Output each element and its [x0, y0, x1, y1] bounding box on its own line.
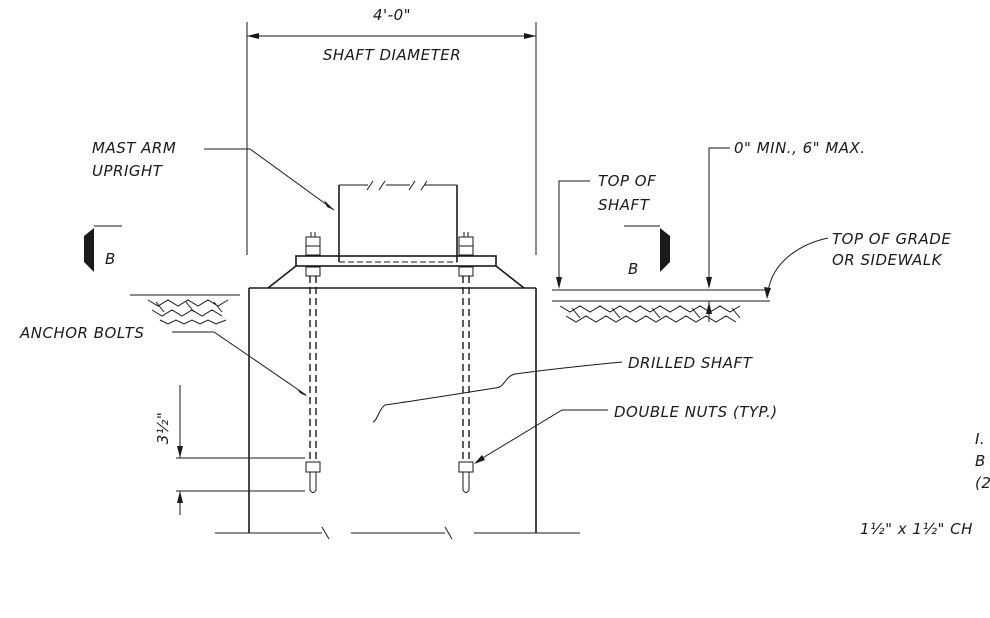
- anchor-bolts-label: ANCHOR BOLTS: [19, 324, 144, 342]
- top-of-shaft-leader: [558, 180, 590, 283]
- svg-text:B: B: [105, 250, 116, 268]
- base-plate: [267, 255, 525, 289]
- drilled-shaft-leader: [372, 361, 623, 423]
- mast-arm-leader: [204, 148, 335, 211]
- mast-arm-upright: [338, 180, 458, 263]
- min-max-leader: [708, 147, 730, 283]
- ground-hatch-left: [130, 294, 240, 325]
- note-line-3: (2: [975, 474, 990, 492]
- vertical-dimension: 3½": [154, 385, 305, 515]
- note-line-1: I.: [975, 430, 985, 448]
- chamfer-label: 1½" x 1½" CH: [860, 520, 973, 538]
- top-of-grade-label-line1: TOP OF GRADE: [832, 230, 951, 248]
- anchor-bolt-left: [305, 232, 321, 493]
- drilled-shaft-label: DRILLED SHAFT: [628, 354, 754, 372]
- width-dimension: 4'-0" SHAFT DIAMETER: [246, 6, 537, 255]
- double-nuts-leader: [475, 409, 608, 463]
- mast-arm-label-line2: UPRIGHT: [92, 162, 164, 180]
- shaft-diameter-label: SHAFT DIAMETER: [323, 46, 461, 64]
- min-max-label: 0" MIN., 6" MAX.: [734, 139, 866, 157]
- width-dimension-label: 4'-0": [373, 6, 411, 24]
- mast-arm-label-line1: MAST ARM: [92, 139, 176, 157]
- anchor-bolts-leader: [172, 331, 307, 396]
- top-of-grade-label-line2: OR SIDEWALK: [832, 251, 943, 269]
- top-of-shaft-label-line2: SHAFT: [598, 196, 651, 214]
- section-marker-left: B: [84, 225, 122, 272]
- vertical-dimension-label: 3½": [154, 412, 172, 444]
- anchor-bolt-right: [458, 232, 474, 493]
- ground-hatch-right: [552, 289, 770, 323]
- top-of-grade-leader: [767, 237, 829, 293]
- note-line-2: B: [975, 452, 986, 470]
- top-of-shaft-label-line1: TOP OF: [598, 172, 656, 190]
- section-marker-right: B: [624, 225, 670, 278]
- drilled-shaft: [215, 287, 580, 540]
- svg-text:B: B: [628, 260, 639, 278]
- double-nuts-label: DOUBLE NUTS (TYP.): [614, 403, 778, 421]
